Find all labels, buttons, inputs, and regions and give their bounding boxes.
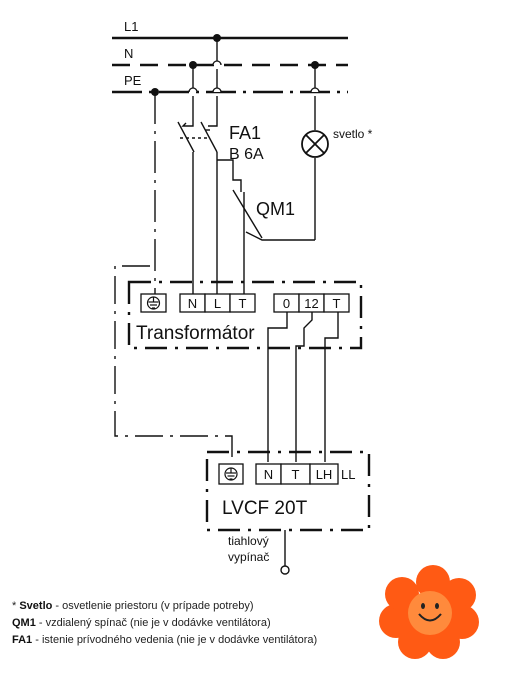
fa1-rating: B 6A — [229, 146, 264, 163]
transformer-terminal-t: T — [239, 296, 247, 311]
legend-key-qm1: QM1 — [12, 617, 36, 629]
fan-terminal-n: N — [264, 467, 273, 482]
qm1-label: QM1 — [256, 199, 295, 219]
fan-terminal-ll: LL — [341, 467, 355, 482]
fan-ground-icon — [224, 467, 238, 481]
legend: * Svetlo - osvetlenie priestoru (v prípa… — [12, 598, 317, 649]
bus-pe-label: PE — [124, 73, 142, 88]
transformer-box — [127, 280, 363, 350]
fan-terminal-block — [218, 463, 339, 485]
ground-icon — [146, 296, 161, 310]
bus-l1-label: L1 — [124, 19, 138, 34]
legend-line-svetlo: * Svetlo - osvetlenie priestoru (v prípa… — [12, 598, 317, 615]
pull-switch-terminal — [280, 565, 290, 575]
lamp-icon — [301, 130, 329, 158]
legend-line-qm1: QM1 - vzdialený spínač (nie je v dodávke… — [12, 615, 317, 632]
pull-switch-label-1: tiahlový — [228, 534, 269, 548]
transformer-terminal-block — [140, 293, 350, 313]
legend-prefix: * — [12, 600, 20, 612]
transformer-terminal-12: 12 — [304, 296, 318, 311]
transformer-terminal-0: 0 — [283, 296, 290, 311]
legend-key-svetlo: Svetlo — [19, 600, 53, 612]
fan-box — [205, 450, 371, 532]
legend-text-svetlo: - osvetlenie priestoru (v prípade potreb… — [52, 600, 254, 612]
fan-name: LVCF 20T — [222, 498, 308, 519]
transformer-terminal-l: L — [214, 296, 221, 311]
transformer-terminal-t2: T — [333, 296, 341, 311]
transformer-terminal-n: N — [188, 296, 197, 311]
pull-switch-label-2: vypínač — [228, 550, 269, 564]
fa1-label: FA1 — [229, 123, 261, 143]
wire-hops — [188, 60, 320, 93]
flower-logo — [379, 565, 479, 659]
fan-terminal-t: T — [292, 467, 300, 482]
legend-text-fa1: - istenie prívodného vedenia (nie je v d… — [32, 634, 318, 646]
fan-terminal-lh: LH — [316, 467, 333, 482]
legend-key-fa1: FA1 — [12, 634, 33, 646]
legend-text-qm1: - vzdialený spínač (nie je v dodávke ven… — [35, 617, 271, 629]
transformer-name: Transformátor — [136, 323, 255, 344]
wires — [114, 38, 339, 566]
legend-line-fa1: FA1 - istenie prívodného vedenia (nie je… — [12, 632, 317, 649]
lamp-label: svetlo * — [333, 127, 373, 141]
bus-n-label: N — [124, 46, 133, 61]
